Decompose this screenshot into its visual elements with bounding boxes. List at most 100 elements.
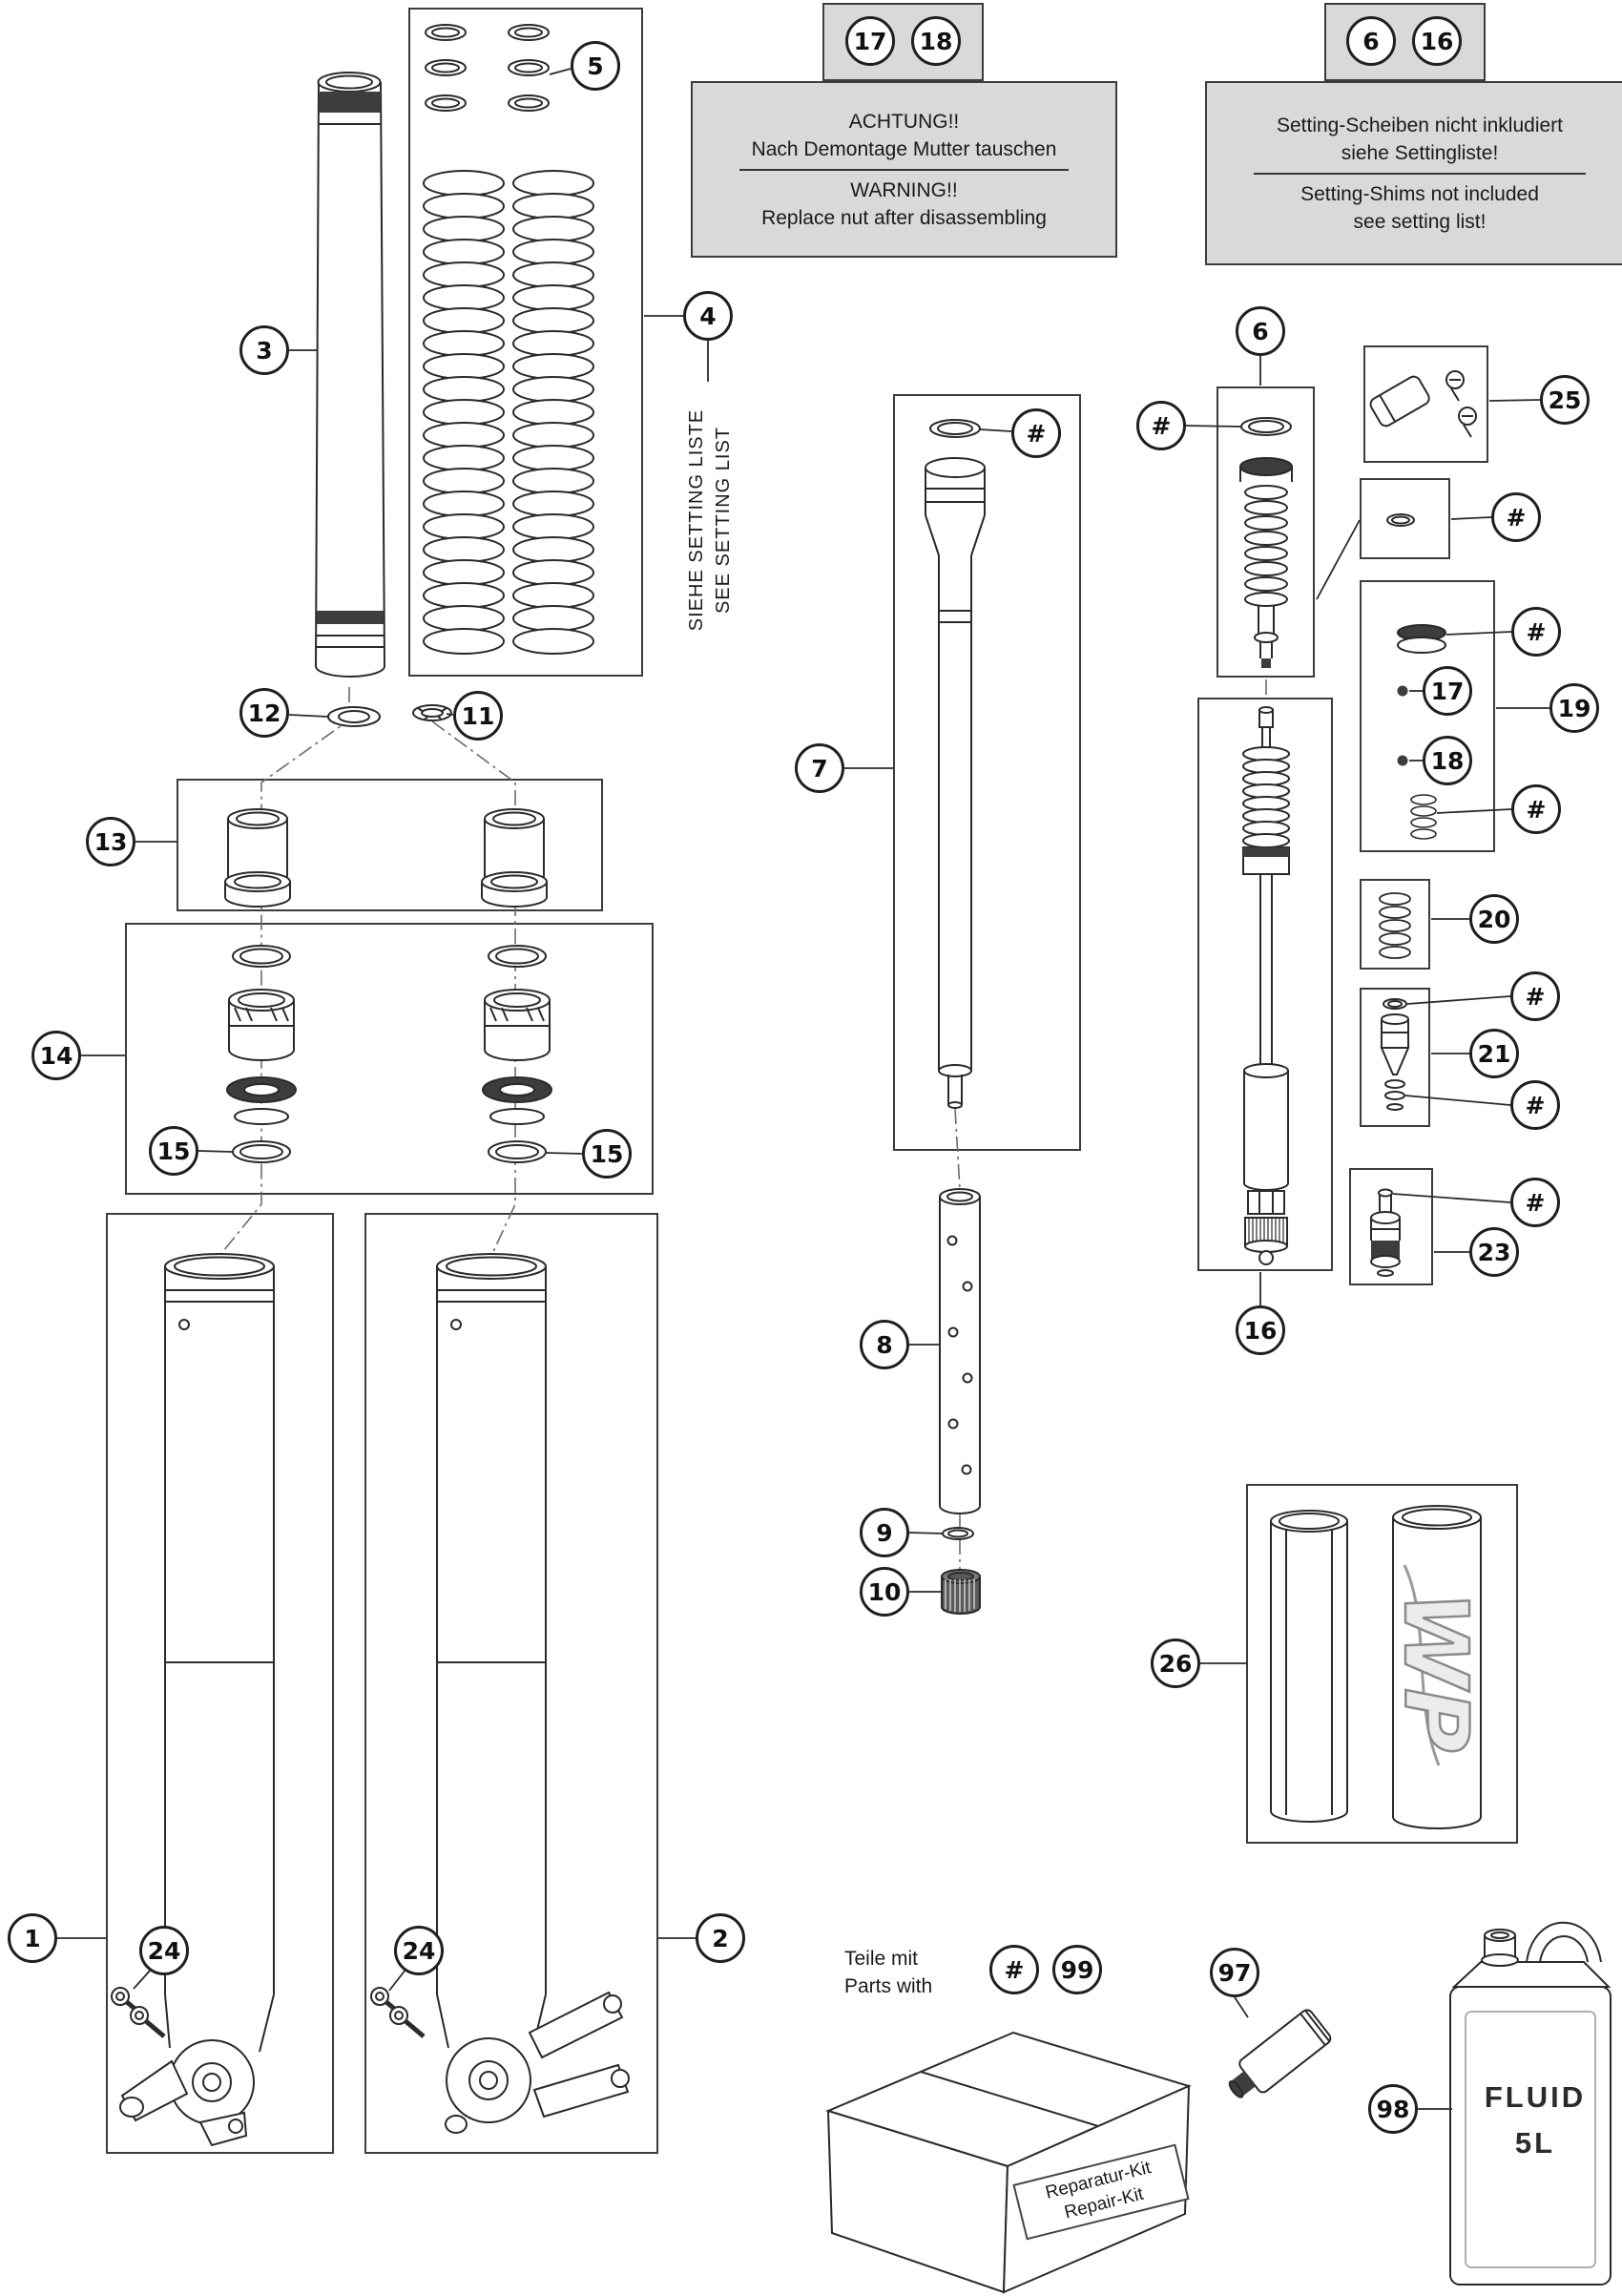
setting-list-note: SIEHE SETTING LISTE SEE SETTING LIST bbox=[683, 382, 737, 658]
part-3-fork-inner-tube bbox=[314, 72, 386, 678]
part-23-bleed-valve bbox=[1370, 1188, 1401, 1277]
part-25-fitting-kit bbox=[1369, 370, 1477, 438]
callout-2[interactable]: 2 bbox=[696, 1913, 745, 1963]
part-20-spring bbox=[1379, 892, 1411, 959]
nut-warning-en-text: Replace nut after disassembling bbox=[761, 206, 1047, 229]
callout-97[interactable]: 97 bbox=[1210, 1948, 1259, 1997]
callout-6-tab[interactable]: 6 bbox=[1346, 16, 1396, 66]
box-hash-oring bbox=[1360, 478, 1450, 559]
callout-20[interactable]: 20 bbox=[1469, 894, 1519, 944]
box-part-23 bbox=[1349, 1168, 1433, 1285]
parts-with-en: Parts with bbox=[844, 1975, 933, 1997]
callout-17[interactable]: 17 bbox=[1423, 666, 1472, 716]
box-part-1 bbox=[106, 1213, 334, 2154]
callout-15-left[interactable]: 15 bbox=[149, 1126, 198, 1176]
callout-17-tab[interactable]: 17 bbox=[845, 16, 895, 66]
callout-10[interactable]: 10 bbox=[860, 1567, 909, 1617]
notice-divider bbox=[1254, 172, 1586, 175]
callout-hash-cap[interactable]: # bbox=[1136, 401, 1186, 450]
part-11-lock-ring bbox=[412, 704, 452, 721]
callout-hash-legend[interactable]: # bbox=[989, 1945, 1039, 1994]
fluid-name-label: FLUID bbox=[1484, 2080, 1587, 2114]
wp-logo-text: WP bbox=[1384, 1592, 1487, 1753]
callout-15-right[interactable]: 15 bbox=[582, 1129, 632, 1179]
box-part-5 bbox=[408, 8, 643, 677]
nut-warning-box: ACHTUNG!! Nach Demontage Mutter tauschen… bbox=[691, 81, 1117, 258]
parts-with-note: Teile mit Parts with bbox=[844, 1945, 932, 2000]
callout-hash-19-bottom[interactable]: # bbox=[1511, 784, 1561, 834]
callout-1[interactable]: 1 bbox=[8, 1913, 57, 1963]
callout-hash-23[interactable]: # bbox=[1510, 1178, 1560, 1227]
callout-24-right[interactable]: 24 bbox=[394, 1926, 444, 1975]
axis-lines bbox=[218, 679, 1267, 1573]
part-hash-oring bbox=[1386, 513, 1415, 527]
callout-4[interactable]: 4 bbox=[683, 291, 733, 341]
callout-hash-cartridge[interactable]: # bbox=[1011, 408, 1061, 458]
part-16-damping-rod-assembly bbox=[1242, 706, 1290, 1265]
callout-21[interactable]: 21 bbox=[1469, 1029, 1519, 1078]
callout-23[interactable]: 23 bbox=[1469, 1227, 1519, 1277]
box-part-26 bbox=[1246, 1484, 1518, 1844]
part-6-spring-cap-assembly bbox=[1239, 417, 1293, 668]
callout-hash-oring[interactable]: # bbox=[1491, 492, 1541, 542]
callout-16[interactable]: 16 bbox=[1236, 1305, 1285, 1355]
part-98-fluid-canister bbox=[1449, 1921, 1612, 2286]
parts-with-de: Teile mit bbox=[844, 1948, 919, 1970]
part-15-orings bbox=[232, 1140, 547, 1163]
nut-warning-en-title: WARNING!! bbox=[850, 178, 958, 201]
leader-lines bbox=[57, 68, 1549, 2110]
callout-3[interactable]: 3 bbox=[239, 325, 289, 375]
part-14-seal-kit bbox=[226, 945, 552, 1125]
part-26-fork-protectors: WP bbox=[1270, 1505, 1487, 1829]
nut-warning-de-text: Nach Demontage Mutter tauschen bbox=[751, 137, 1057, 160]
callout-14[interactable]: 14 bbox=[31, 1031, 81, 1080]
part-13-bushings bbox=[224, 808, 548, 908]
callout-18-tab[interactable]: 18 bbox=[911, 16, 961, 66]
box-part-16 bbox=[1197, 698, 1333, 1271]
shim-notice-box: Setting-Scheiben nicht inkludiert siehe … bbox=[1205, 81, 1622, 265]
callout-99[interactable]: 99 bbox=[1052, 1945, 1102, 1994]
callout-hash-21-bottom[interactable]: # bbox=[1510, 1080, 1560, 1130]
callout-25[interactable]: 25 bbox=[1540, 375, 1590, 425]
callout-18[interactable]: 18 bbox=[1423, 736, 1472, 785]
callout-12[interactable]: 12 bbox=[239, 688, 289, 738]
callout-26[interactable]: 26 bbox=[1151, 1639, 1200, 1688]
callout-16-tab[interactable]: 16 bbox=[1412, 16, 1462, 66]
callout-11[interactable]: 11 bbox=[453, 691, 503, 741]
callout-6[interactable]: 6 bbox=[1236, 306, 1285, 356]
callout-hash-19-top[interactable]: # bbox=[1511, 607, 1561, 657]
part-2-fork-leg-right bbox=[436, 1253, 630, 2134]
box-part-6 bbox=[1216, 386, 1315, 678]
setting-list-note-de: SIEHE SETTING LISTE bbox=[686, 408, 707, 632]
box-part-19 bbox=[1360, 580, 1495, 852]
part-21-needle-valve bbox=[1380, 998, 1410, 1111]
box-part-13 bbox=[177, 779, 603, 911]
callout-13[interactable]: 13 bbox=[86, 817, 135, 866]
shim-notice-en-line2: see setting list! bbox=[1353, 210, 1487, 233]
callout-9[interactable]: 9 bbox=[860, 1508, 909, 1557]
part-19-valve-piston-parts bbox=[1397, 624, 1446, 840]
box-part-25 bbox=[1363, 345, 1488, 463]
box-part-14 bbox=[125, 923, 654, 1195]
box-part-20 bbox=[1360, 879, 1430, 970]
callout-19[interactable]: 19 bbox=[1549, 683, 1599, 733]
callout-98[interactable]: 98 bbox=[1368, 2084, 1418, 2134]
callout-7[interactable]: 7 bbox=[795, 743, 844, 793]
shim-notice-de-line1: Setting-Scheiben nicht inkludiert bbox=[1276, 114, 1563, 136]
callout-hash-21-top[interactable]: # bbox=[1510, 971, 1560, 1021]
callout-24-left[interactable]: 24 bbox=[139, 1926, 189, 1975]
part-1-fork-leg-left bbox=[119, 1253, 275, 2147]
setting-list-note-en: SEE SETTING LIST bbox=[713, 426, 734, 615]
shim-notice-de-line2: siehe Settingliste! bbox=[1341, 141, 1499, 164]
nut-warning-de-title: ACHTUNG!! bbox=[848, 110, 960, 133]
callout-8[interactable]: 8 bbox=[860, 1320, 909, 1369]
part-10-nut bbox=[941, 1569, 981, 1615]
notice-divider bbox=[739, 168, 1069, 171]
part-97-grease-tube bbox=[1228, 2009, 1332, 2098]
part-4-main-springs bbox=[423, 170, 594, 655]
part-12-spring-retainer bbox=[327, 706, 381, 727]
part-5-oring-set bbox=[425, 24, 550, 112]
callout-5[interactable]: 5 bbox=[571, 41, 620, 91]
part-8-cartridge-tube bbox=[939, 1188, 981, 1514]
